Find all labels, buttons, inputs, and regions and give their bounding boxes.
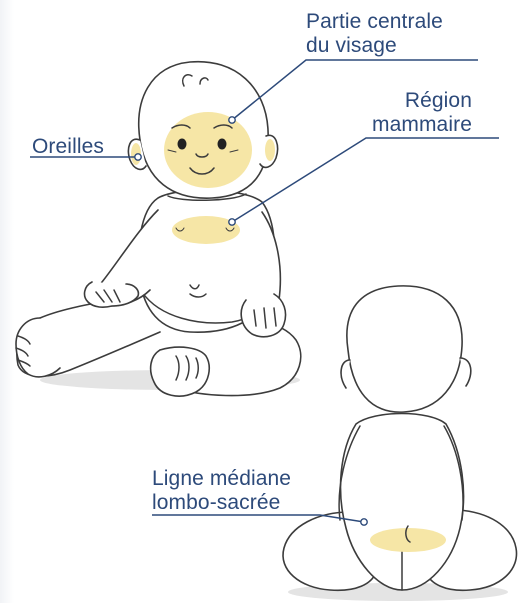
front-left-eye	[178, 139, 187, 150]
label-ears: Oreilles	[32, 135, 104, 159]
front-right-foot	[151, 347, 210, 396]
baby-front-figure	[16, 62, 301, 396]
back-left-ear	[341, 360, 350, 388]
front-right-hand	[241, 294, 285, 337]
front-right-eye	[218, 139, 227, 150]
leader-face-dot	[229, 117, 235, 123]
label-face-center: Partie centrale du visage	[306, 10, 443, 58]
label-face-line1: Partie centrale	[306, 10, 443, 34]
baby-back-figure	[283, 286, 516, 601]
face-highlight	[164, 112, 252, 188]
label-lumbar-line2: lombo-sacrée	[152, 491, 291, 515]
label-chest-region: Région mammaire	[372, 89, 472, 137]
label-chest-line2: mammaire	[372, 113, 472, 137]
back-right-ear	[460, 358, 471, 386]
label-lumbar-line1: Ligne médiane	[152, 467, 291, 491]
label-face-line2: du visage	[306, 34, 443, 58]
label-ears-text: Oreilles	[32, 135, 104, 159]
leader-chest-dot	[229, 219, 235, 225]
leader-lumbar-dot	[361, 519, 367, 525]
label-lumbar-midline: Ligne médiane lombo-sacrée	[152, 467, 291, 515]
back-head	[347, 286, 462, 412]
right-ear-highlight	[265, 139, 275, 161]
label-chest-line1: Région	[372, 89, 472, 113]
leader-ears-dot	[135, 154, 141, 160]
